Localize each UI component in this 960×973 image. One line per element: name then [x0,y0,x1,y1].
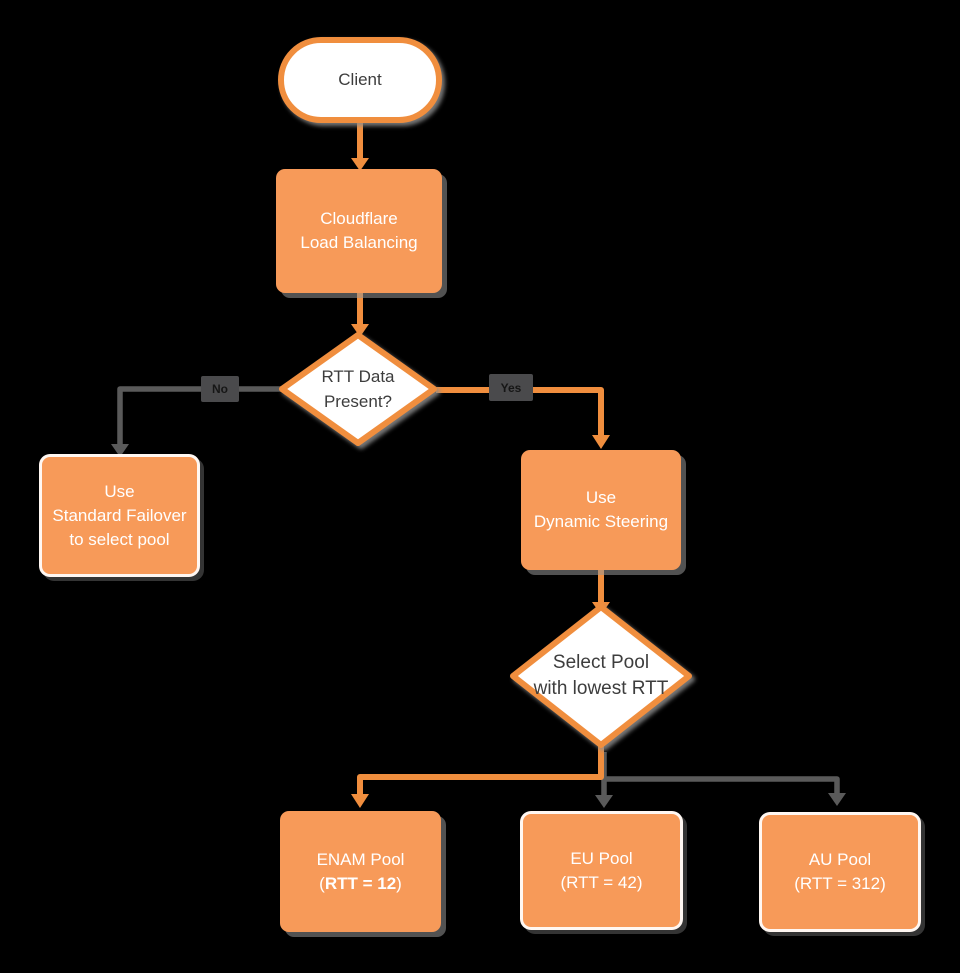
node-dynamic-steering-line1: Use [585,488,617,507]
node-enam-pool-line2: (RTT = 12) [319,872,402,896]
edge-loadbalancer-to-rtt-decision [351,292,369,337]
node-enam-pool-rtt-suffix: ) [396,873,402,893]
node-dynamic-steering: Use Dynamic Steering [521,450,681,570]
edge-label-yes: Yes [489,374,533,401]
node-rtt-decision-line1: RTT Data [321,367,395,386]
edge-label-no-text: No [212,382,228,396]
edge-client-to-loadbalancer [351,121,369,171]
node-select-pool-line1: Select Pool [552,652,650,673]
node-select-pool: Select Pool with lowest RTT [509,603,693,749]
node-rtt-decision-line2: Present? [323,392,393,411]
node-load-balancer-line1: Cloudflare [320,209,398,228]
node-select-pool-line2: with lowest RTT [533,678,669,699]
node-enam-pool-rtt-prefix: ( [319,873,325,893]
node-load-balancer: Cloudflare Load Balancing [276,169,442,293]
rtt-decision-diamond-shape [279,332,437,446]
node-au-pool: AU Pool (RTT = 312) [759,812,921,932]
node-enam-pool-rtt-value: RTT = 12 [324,873,397,893]
node-standard-failover-line3: to select pool [69,529,170,549]
node-eu-pool: EU Pool (RTT = 42) [520,811,683,930]
edge-to-enam-pool [351,743,604,808]
node-client-label: Client [338,70,382,89]
edge-label-yes-text: Yes [500,380,522,395]
node-standard-failover-line1: Use [104,481,135,501]
node-eu-pool-line1: EU Pool [570,848,633,868]
edge-no-branch [111,386,285,457]
edge-label-no: No [201,376,239,402]
node-eu-pool-line2: (RTT = 42) [560,872,643,892]
node-standard-failover: Use Standard Failover to select pool [39,454,200,577]
node-client: Client [278,37,442,123]
node-enam-pool: ENAM Pool (RTT = 12) [280,811,441,932]
node-rtt-decision: RTT Data Present? [278,331,438,447]
node-load-balancer-line2: Load Balancing [300,233,418,252]
select-pool-diamond-shape [510,604,692,748]
node-dynamic-steering-line2: Dynamic Steering [533,512,669,531]
node-au-pool-line1: AU Pool [808,850,872,869]
node-standard-failover-line2: Standard Failover [52,505,187,525]
node-au-pool-line2: (RTT = 312) [794,874,886,893]
edge-to-au-pool [604,776,846,806]
node-enam-pool-line1: ENAM Pool [316,849,405,869]
